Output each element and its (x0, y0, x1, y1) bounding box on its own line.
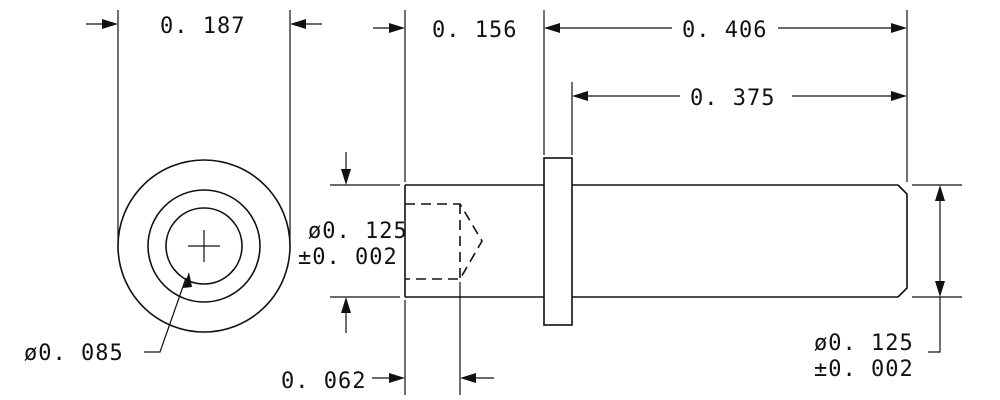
arrow-left-icon (572, 91, 588, 101)
arrow-down-icon (935, 281, 945, 297)
shank-chamfer-end (897, 184, 908, 298)
arrow-up-icon (341, 297, 351, 313)
arrow-right-icon (102, 19, 118, 29)
shank-tol-label: ±0. 002 (814, 357, 914, 382)
arrow-left-icon (460, 373, 476, 383)
arrow-down-icon (341, 169, 351, 185)
dim-375-label: 0. 375 (690, 86, 775, 111)
inner-circle (165, 207, 243, 285)
arrow-up-icon (935, 185, 945, 201)
bore-leader (144, 277, 187, 353)
shank-dia-label: ø0. 125 (814, 331, 914, 356)
bore-dia-label: ø0. 085 (24, 341, 124, 366)
arrow-left-icon (290, 19, 306, 29)
flange (543, 157, 573, 326)
arrow-right-icon (389, 373, 405, 383)
end-view: 0. 187 ø0. 085 (24, 10, 322, 366)
side-view: 0. 156 0. 406 0. 375 ø0. 125 ±0. 002 0. … (281, 10, 962, 395)
dim-156-label: 0. 156 (432, 18, 517, 43)
arrow-right-icon (389, 23, 405, 33)
arrow-up-icon (183, 272, 192, 288)
arrow-right-icon (891, 91, 907, 101)
arrow-right-icon (891, 23, 907, 33)
middle-circle (147, 189, 261, 303)
right-dia-leader (928, 297, 941, 353)
bore-tol-label: ±0. 002 (298, 245, 398, 270)
arrow-left-icon (544, 23, 560, 33)
bore-dia-label: ø0. 125 (308, 219, 408, 244)
dim-062-label: 0. 062 (281, 369, 366, 394)
dim-187-label: 0. 187 (160, 14, 245, 39)
hidden-hole (405, 203, 483, 280)
dim-406-label: 0. 406 (682, 18, 767, 43)
